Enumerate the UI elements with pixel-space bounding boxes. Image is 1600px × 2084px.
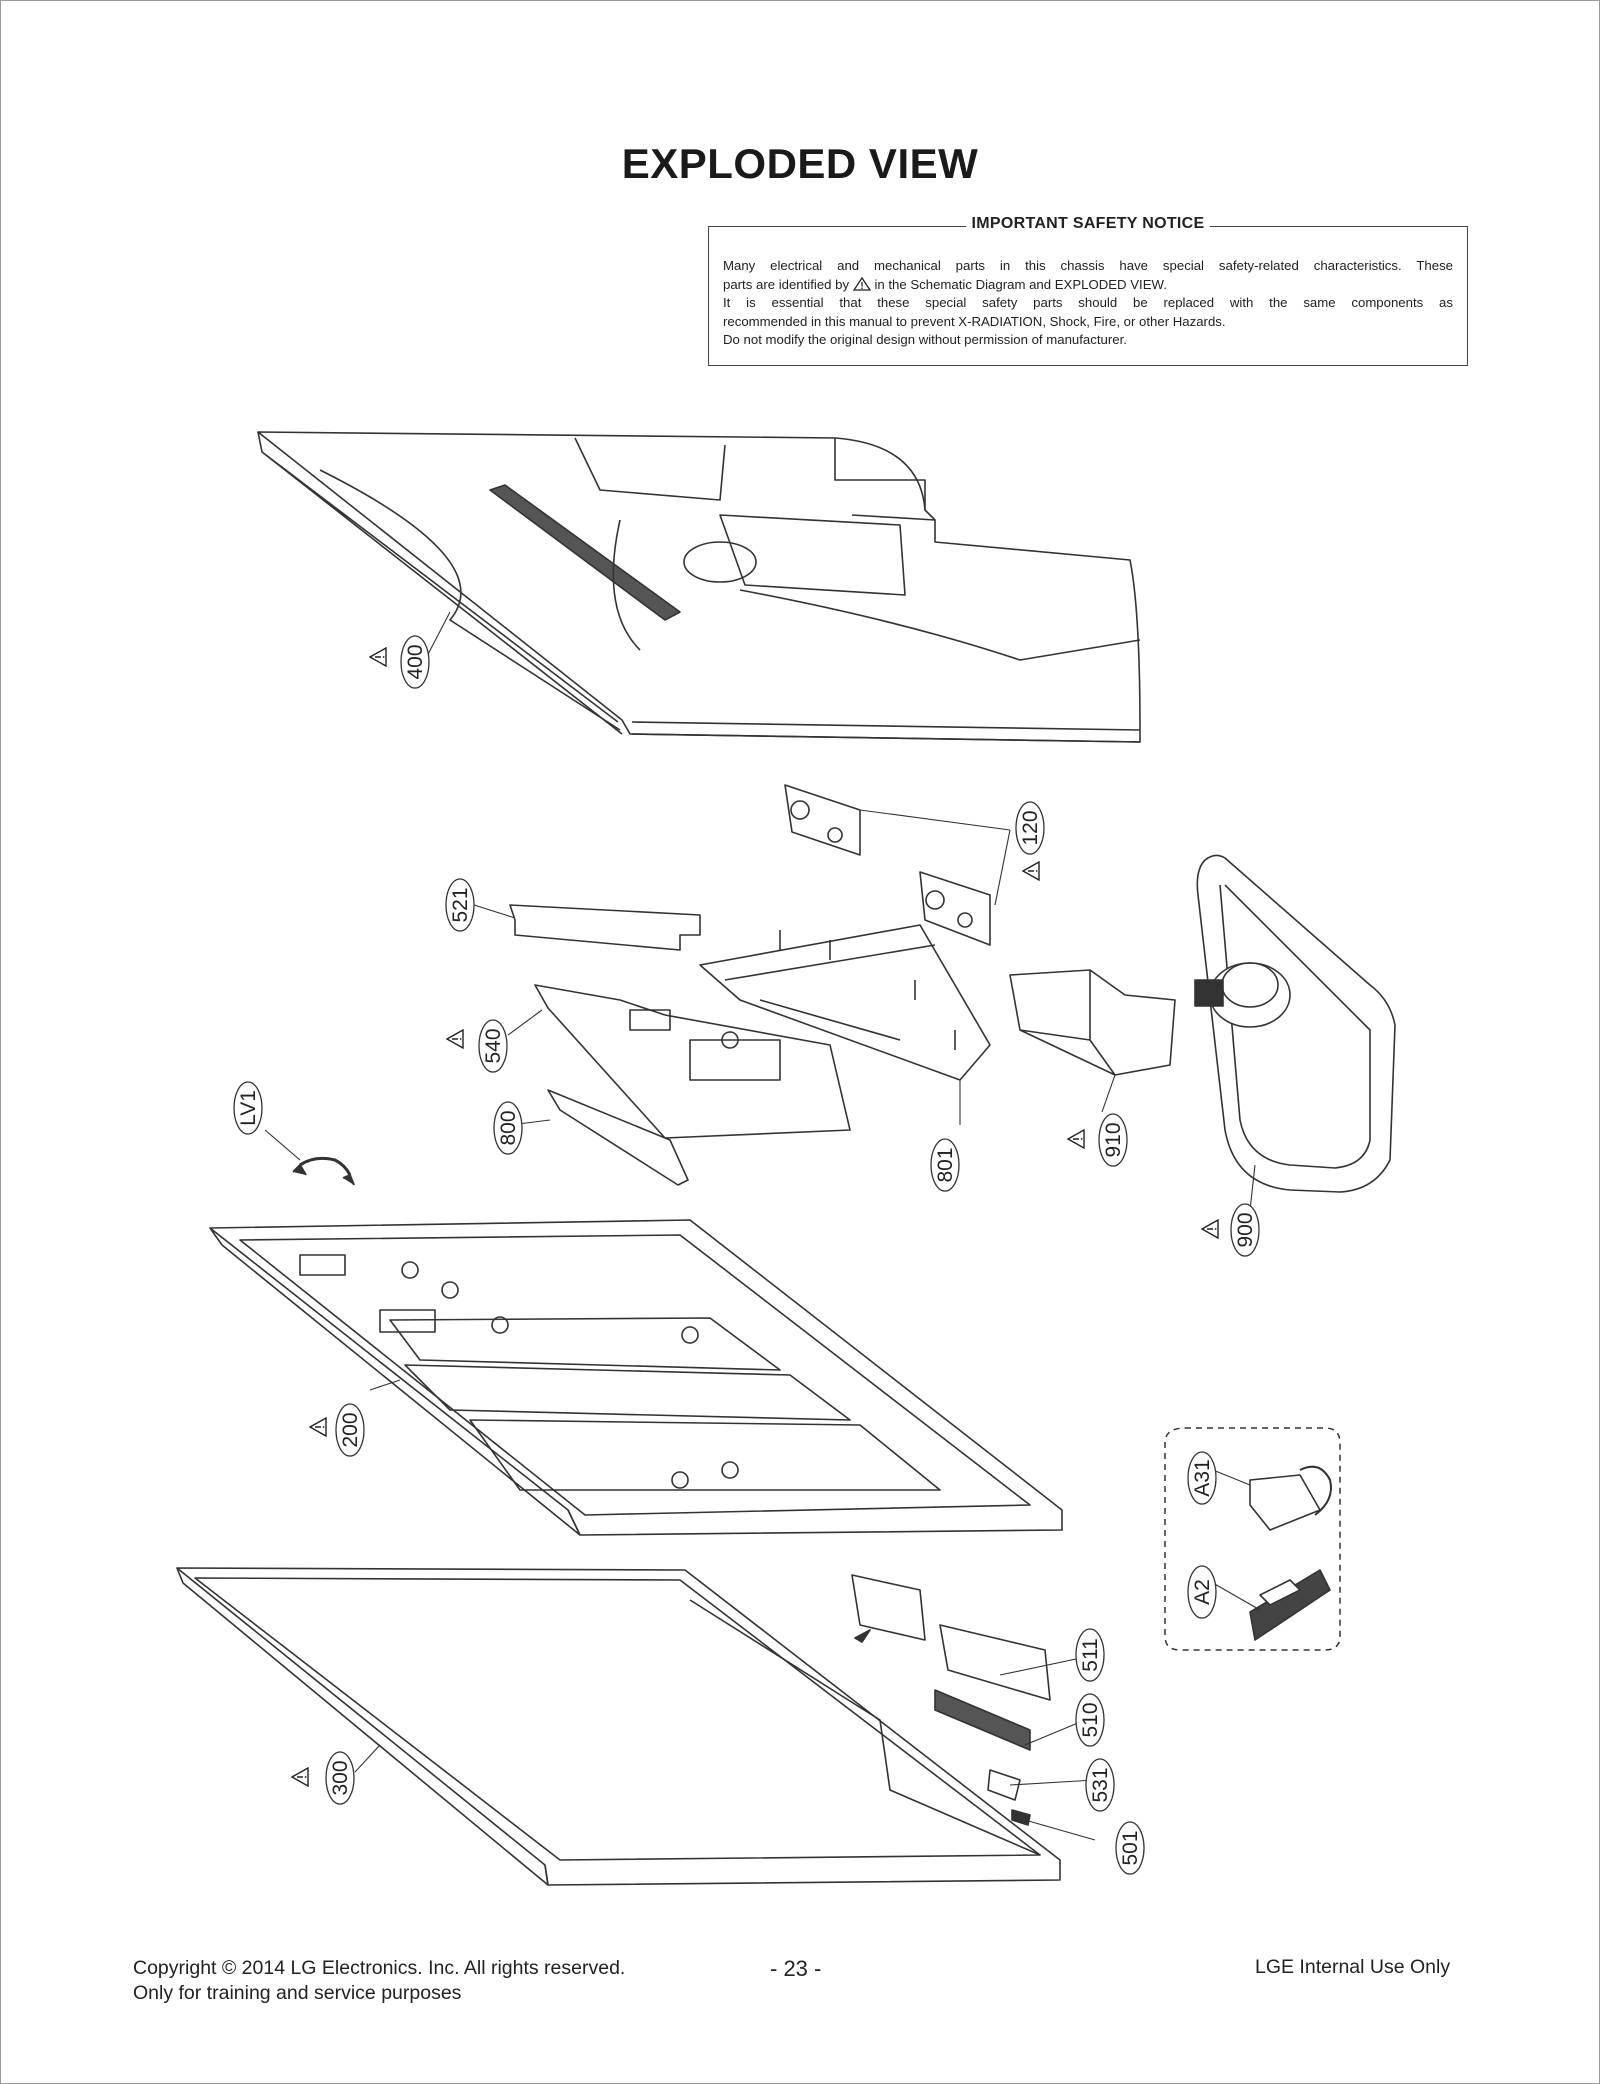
warning-triangle-icon (309, 1417, 327, 1437)
part-label-300: 300 (329, 1760, 352, 1795)
callout-531: 531 (1085, 1758, 1115, 1812)
part-label-120: 120 (1019, 810, 1042, 845)
part-label-800: 800 (497, 1110, 520, 1145)
plate-part-801 (699, 924, 991, 1081)
notice-line-4: recommended in this manual to prevent X-… (723, 313, 1226, 329)
copyright-text: Copyright © 2014 LG Electronics. Inc. Al… (133, 1957, 626, 1979)
part-521-shape (509, 904, 701, 951)
callout-200: 200 (309, 1403, 365, 1457)
part-label-400: 400 (404, 644, 427, 679)
part-label-540: 540 (482, 1028, 505, 1063)
callout-510: 510 (1075, 1693, 1105, 1747)
back-cover-part (257, 431, 1141, 743)
callout-801: 801 (930, 1138, 960, 1192)
part-label-900: 900 (1234, 1212, 1257, 1247)
part-label-lv1: LV1 (237, 1090, 260, 1126)
callout-300: 300 (291, 1751, 355, 1805)
accessory-box (1164, 1427, 1341, 1651)
front-frame-part-300 (176, 1567, 1061, 1886)
callout-120: 120 (1015, 801, 1045, 881)
main-board-part-540 (534, 984, 851, 1139)
warning-triangle-icon (1022, 861, 1040, 881)
part-label-801: 801 (934, 1147, 957, 1182)
notice-line-3: It is essential that these special safet… (723, 295, 1453, 310)
callout-800: 800 (493, 1101, 523, 1155)
part-label-531: 531 (1089, 1767, 1112, 1802)
callout-900: 900 (1201, 1203, 1260, 1257)
safety-notice-box: IMPORTANT SAFETY NOTICE Many electrical … (708, 215, 1468, 366)
cable-part-lv1 (299, 1156, 352, 1176)
part-label-510: 510 (1079, 1702, 1102, 1737)
callout-A31: A31 (1187, 1451, 1217, 1505)
stand-cover-part-910 (1009, 969, 1176, 1076)
part-label-a2: A2 (1191, 1579, 1214, 1605)
part-label-200: 200 (339, 1412, 362, 1447)
part-label-910: 910 (1102, 1122, 1125, 1157)
callout-540: 540 (446, 1019, 508, 1073)
warning-triangle-icon (446, 1029, 464, 1049)
part-label-a31: A31 (1191, 1459, 1214, 1496)
warning-triangle-icon (369, 647, 387, 667)
warning-triangle-icon (1201, 1219, 1219, 1239)
callout-501: 501 (1115, 1821, 1145, 1875)
part-label-501: 501 (1119, 1830, 1142, 1865)
page-number: - 23 - (770, 1956, 822, 1981)
footer-left: Copyright © 2014 LG Electronics. Inc. Al… (133, 1956, 625, 2006)
frame-part-200 (209, 1219, 1063, 1536)
bracket-parts (784, 784, 991, 946)
stand-base-part-900 (1194, 854, 1396, 1193)
warning-triangle-icon (291, 1767, 309, 1787)
notice-line-1: Many electrical and mechanical parts in … (723, 258, 1453, 273)
callout-521: 521 (445, 878, 475, 932)
small-parts-group (851, 1574, 1051, 1826)
purpose-text: Only for training and service purposes (133, 1982, 462, 2004)
part-800-shape (547, 1089, 689, 1186)
part-label-521: 521 (449, 887, 472, 922)
callout-LV1: LV1 (233, 1081, 263, 1135)
internal-use-text: LGE Internal Use Only (1255, 1956, 1451, 1978)
callout-511: 511 (1075, 1628, 1105, 1682)
safety-notice-heading: IMPORTANT SAFETY NOTICE (965, 215, 1211, 232)
warning-triangle-icon (852, 276, 871, 291)
part-label-511: 511 (1079, 1638, 1102, 1671)
callout-labels: 400 120 521 540 800 LV1 801 (233, 635, 1260, 1875)
page-title: EXPLODED VIEW (621, 140, 979, 187)
callout-910: 910 (1067, 1113, 1128, 1167)
notice-line-5: Do not modify the original design withou… (723, 332, 1127, 347)
safety-notice-body: Many electrical and mechanical parts in … (723, 257, 1453, 350)
warning-triangle-icon (1067, 1129, 1085, 1149)
notice-line-2: parts are identified by in the Schematic… (723, 276, 1167, 292)
callout-A2: A2 (1187, 1565, 1217, 1619)
callout-400: 400 (369, 635, 430, 689)
